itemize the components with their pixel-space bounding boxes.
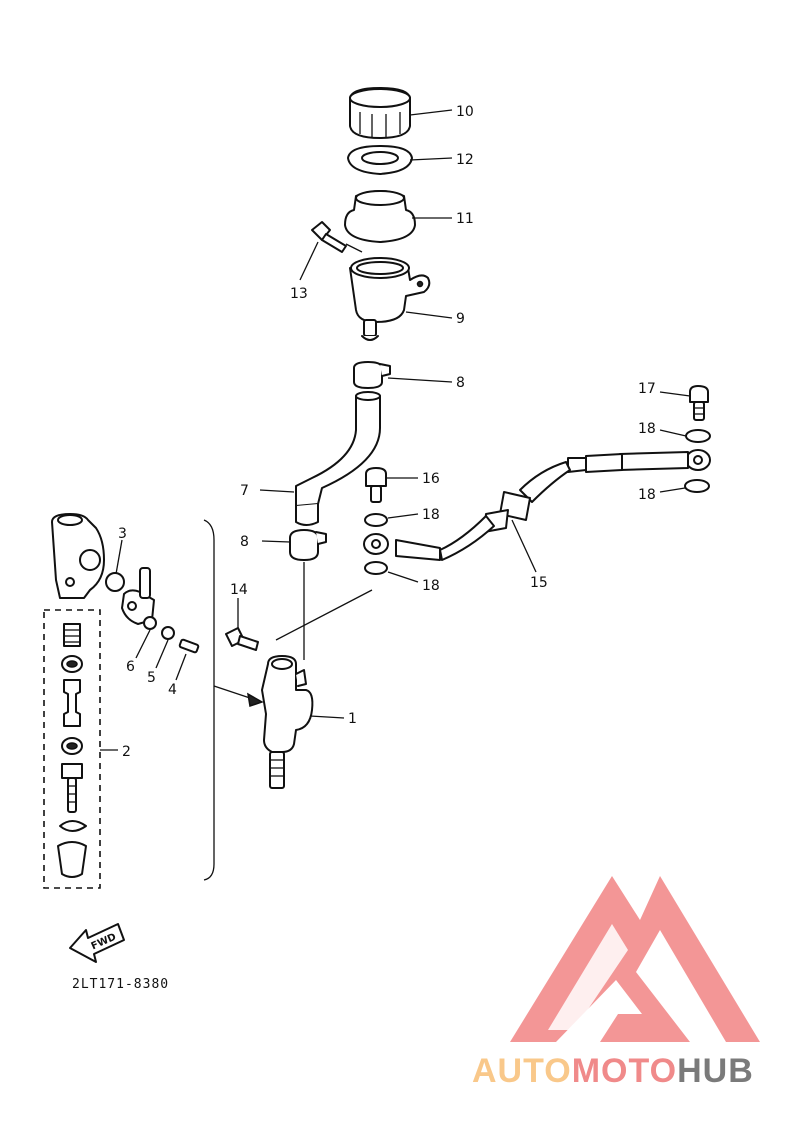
logo-word-moto: MOTO [572, 1052, 677, 1090]
union-bolt-upper [689, 385, 709, 421]
washer [364, 513, 388, 527]
automotohub-logo: AUTOMOTOHUB [472, 876, 760, 1090]
callout-12: 12 [456, 152, 474, 168]
hose-joint [121, 567, 155, 625]
washer [684, 479, 710, 493]
arrow-head [247, 692, 264, 707]
callout-17: 17 [638, 381, 656, 397]
reservoir-cap [349, 87, 411, 139]
piston-kit [57, 623, 87, 878]
callout-10: 10 [456, 104, 474, 120]
o-ring [105, 572, 125, 592]
washer [364, 561, 388, 575]
piston-kit-box [43, 609, 101, 889]
callout-18-a: 18 [638, 421, 656, 437]
hose-clamp-upper [353, 361, 391, 389]
washer [685, 429, 711, 443]
callout-1: 1 [348, 711, 357, 727]
svg-text:AUTOMOTOHUB: AUTOMOTOHUB [472, 1052, 754, 1090]
callout-2: 2 [122, 744, 131, 760]
callout-16: 16 [422, 471, 440, 487]
master-cylinder [261, 655, 314, 789]
diaphragm-ring [347, 145, 413, 175]
callout-3: 3 [118, 526, 127, 542]
screw-4 [178, 638, 200, 654]
callout-8-upper: 8 [456, 375, 465, 391]
callout-5: 5 [147, 670, 156, 686]
callout-13: 13 [290, 286, 308, 302]
mounting-bolt [225, 627, 259, 651]
brake-hose [363, 449, 711, 561]
callout-7: 7 [240, 483, 249, 499]
logo-word-auto: AUTO [472, 1052, 572, 1090]
logo-word-hub: HUB [677, 1052, 754, 1090]
reservoir-bolt [311, 221, 347, 253]
assembly-bracket [203, 519, 215, 881]
washer-6 [143, 616, 157, 630]
callout-9: 9 [456, 311, 465, 327]
forward-direction-arrow: FWD [69, 923, 125, 963]
diaphragm [344, 190, 416, 243]
drawing-code: 2LT171-8380 [72, 977, 169, 992]
callout-6: 6 [126, 659, 135, 675]
callout-8-lower: 8 [240, 534, 249, 550]
callout-18-b: 18 [638, 487, 656, 503]
cylinder-body-kit [51, 513, 105, 599]
callout-14: 14 [230, 582, 248, 598]
callout-18-c: 18 [422, 507, 440, 523]
reservoir-hose [295, 391, 381, 526]
union-bolt-lower [365, 467, 387, 503]
callout-11: 11 [456, 211, 474, 227]
reservoir-tank [349, 257, 431, 341]
callout-18-d: 18 [422, 578, 440, 594]
callout-15: 15 [530, 575, 548, 591]
callout-4: 4 [168, 682, 177, 698]
nut-5 [161, 626, 175, 640]
hose-clamp-lower [289, 529, 327, 561]
